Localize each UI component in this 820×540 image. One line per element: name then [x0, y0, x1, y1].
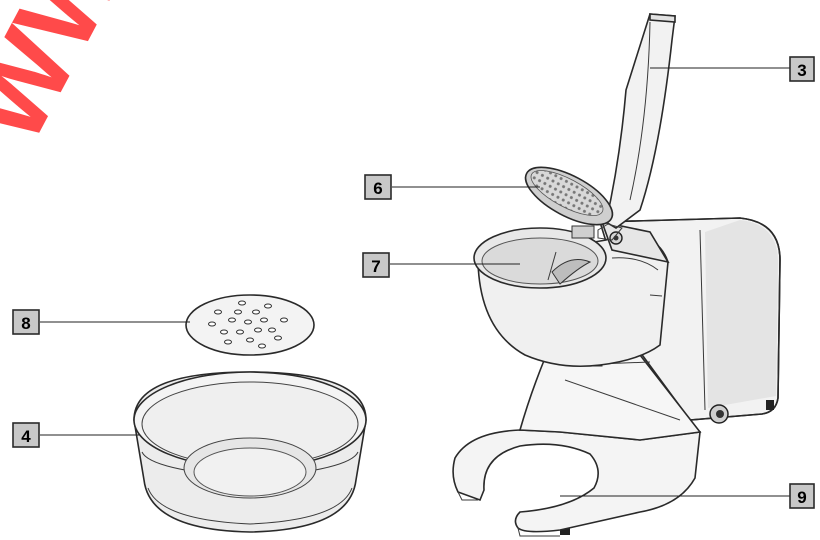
- callout-3: 3: [790, 57, 814, 81]
- callout-6-text: 6: [373, 179, 382, 198]
- callout-7-text: 7: [371, 257, 380, 276]
- callout-7: 7: [363, 253, 389, 277]
- shaving-disc: [186, 295, 314, 355]
- callout-8: 8: [13, 310, 39, 334]
- handle-with-pressure-plate: [517, 14, 675, 240]
- callout-9-text: 9: [797, 488, 806, 507]
- callout-6: 6: [365, 175, 391, 199]
- watermark: WWW: [0, 0, 197, 161]
- callout-4-text: 4: [21, 427, 31, 446]
- collecting-bowl: [134, 372, 366, 532]
- callout-4: 4: [13, 423, 39, 447]
- callout-9: 9: [790, 484, 814, 508]
- callout-8-text: 8: [21, 314, 30, 333]
- callout-3-text: 3: [797, 61, 806, 80]
- svg-text:WWW: WWW: [0, 0, 197, 161]
- blade-chamber: [474, 222, 668, 366]
